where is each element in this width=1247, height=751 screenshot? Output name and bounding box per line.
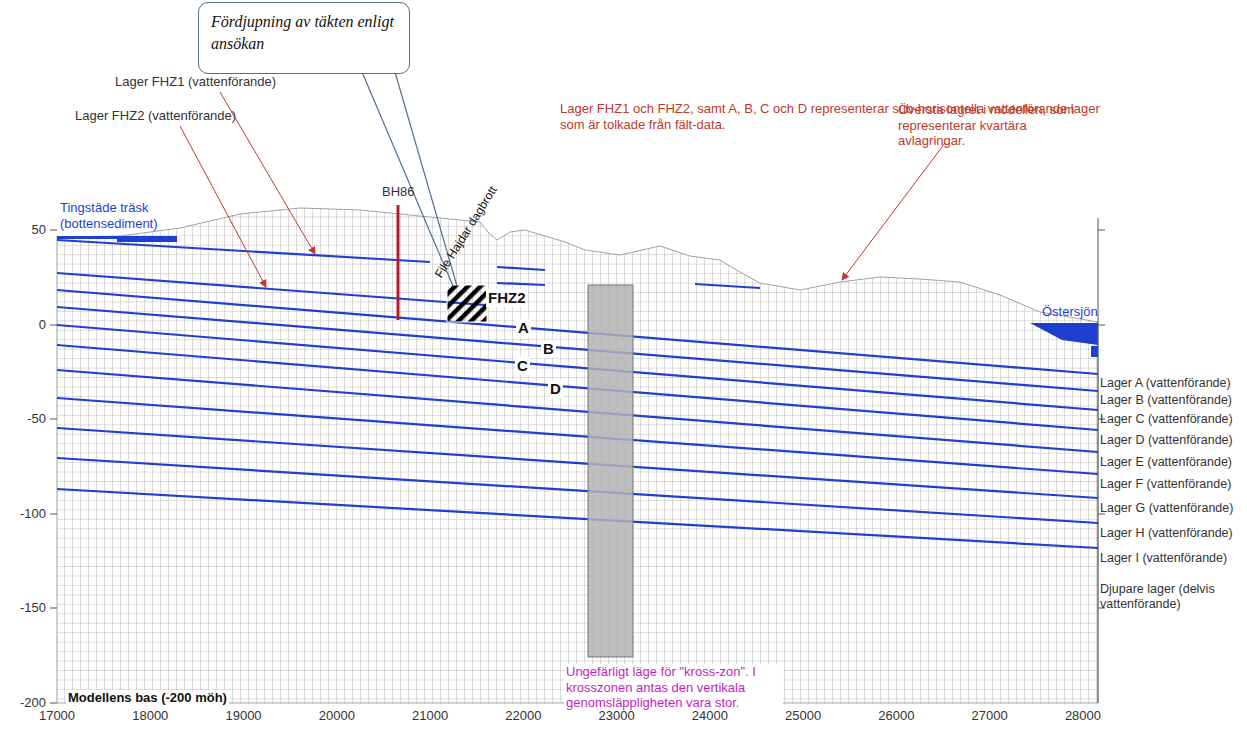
layer-letter: D <box>548 380 563 398</box>
axis-value: 21000 <box>405 708 455 724</box>
borehole-label: BH86 <box>382 184 415 200</box>
axis-value: 50 <box>0 222 46 238</box>
callout-pointer <box>362 72 453 286</box>
aquifer-lines <box>57 240 1098 548</box>
layer-label: Lager D (vattenförande) <box>1100 433 1233 448</box>
layer-letter: C <box>515 357 530 375</box>
axis-value: -150 <box>0 600 46 616</box>
layer-label: Lager E (vattenförande) <box>1100 455 1232 470</box>
layer-label: Lager C (vattenförande) <box>1100 412 1233 427</box>
layer-label: Lager FHZ1 (vattenförande) <box>115 74 276 90</box>
axis-value: 27000 <box>965 708 1015 724</box>
layer-label: Lager I (vattenförande) <box>1100 551 1227 566</box>
axis-value: -100 <box>0 506 46 522</box>
axis-value: 17000 <box>32 708 82 724</box>
lake-label: Tingstäde träsk (bottensediment) <box>60 200 185 231</box>
layer-label: Lager G (vattenförande) <box>1100 501 1233 516</box>
axis-value: 28000 <box>1058 708 1108 724</box>
lake-sediment <box>57 236 117 239</box>
borehole <box>397 205 400 320</box>
layer-label: Lager FHZ2 (vattenförande) <box>75 108 236 124</box>
sea <box>1030 323 1098 345</box>
axis-value: -50 <box>0 411 46 427</box>
layer-letter: B <box>541 340 556 358</box>
sea <box>1091 346 1098 357</box>
layer-label: Lager A (vattenförande) <box>1100 376 1231 391</box>
axis-value: 18000 <box>125 708 175 724</box>
leader-arrow <box>180 126 266 287</box>
leader-arrow <box>842 143 945 280</box>
axis-value: 26000 <box>871 708 921 724</box>
axis-value: 24000 <box>685 708 735 724</box>
axis-value: 22000 <box>498 708 548 724</box>
callout-text: Fördjupning av täkten enligt ansökan <box>211 11 397 54</box>
note: Ungefärligt läge för "kross-zon". I kros… <box>564 664 783 711</box>
crush-zone <box>588 285 633 657</box>
sea-label: Östersjön <box>1042 304 1098 320</box>
layer-letter: FHZ2 <box>486 289 528 307</box>
layer-label: Lager B (vattenförande) <box>1100 393 1232 408</box>
lake-sediment <box>117 236 177 242</box>
axis-value: 25000 <box>778 708 828 724</box>
note: Översta lagret i modellen, som represent… <box>898 102 1083 149</box>
layer-label: Lager F (vattenförande) <box>1100 477 1231 492</box>
layer-label: Djupare lager (delvis vattenförande) <box>1100 582 1240 612</box>
axis-value: 0 <box>0 317 46 333</box>
layer-letter: A <box>516 319 531 337</box>
axis-value: 23000 <box>592 708 642 724</box>
axis-value: 20000 <box>312 708 362 724</box>
model-grid <box>57 208 1098 703</box>
axis-value: 19000 <box>219 708 269 724</box>
quarry-deepening <box>447 285 487 322</box>
callout-box: Fördjupning av täkten enligt ansökan <box>198 2 410 74</box>
axis-ticks <box>50 218 1105 703</box>
base-label: Modellens bas (-200 möh) <box>66 690 229 706</box>
layer-label: Lager H (vattenförande) <box>1100 526 1233 541</box>
